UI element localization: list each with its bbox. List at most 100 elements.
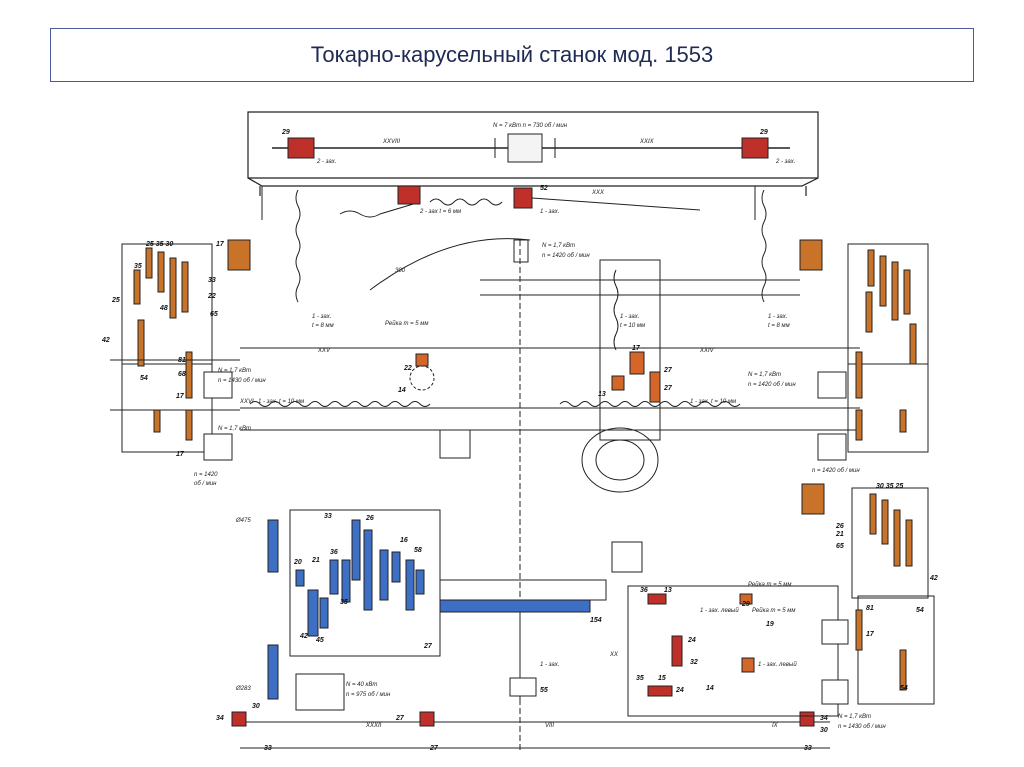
- gear-number: 30: [820, 727, 828, 734]
- label-xxxii: XXXII: [365, 723, 382, 729]
- gear-number: 48: [159, 305, 168, 312]
- screw-xxv-right-label: 1 - зах. t = 10 мм: [690, 399, 736, 405]
- page-title: Токарно-карусельный станок мод. 1553: [310, 42, 714, 67]
- right-motor-1: [817, 371, 847, 399]
- right-left-1: 1 - зах. левый: [700, 607, 739, 614]
- right-worm-label: 2 - зах.: [775, 159, 795, 165]
- gear-top-left: [287, 137, 315, 159]
- gear-number: 22: [403, 365, 412, 372]
- gear-number: 21: [311, 557, 320, 564]
- title-frame: Токарно-карусельный станок мод. 1553: [50, 28, 974, 82]
- main-motor-label: N = 40 кВт: [346, 682, 377, 688]
- gear-number: 36: [330, 549, 338, 556]
- screw-left-v: 1 - зах.: [312, 314, 331, 320]
- top-screw: [261, 185, 756, 263]
- left-worm-m: [227, 239, 251, 271]
- gear-number: 55: [540, 687, 548, 694]
- gear-number: 58: [414, 547, 422, 554]
- gear-number: 27: [395, 715, 405, 722]
- gear-number: 14: [398, 387, 406, 394]
- label-xxix: XXIX: [639, 139, 655, 145]
- gear-number: 25: [111, 297, 120, 304]
- gear-number: 29: [281, 129, 290, 136]
- gear-number: 33: [208, 277, 216, 284]
- label-ix: IX: [772, 723, 779, 729]
- gear-number: 27: [663, 385, 673, 392]
- screw-right-v2: t = 8 мм: [768, 323, 790, 329]
- gear-number: 32: [690, 659, 698, 666]
- gear-number: 17: [176, 451, 185, 458]
- main-gearbox: [267, 509, 591, 711]
- gear-number: 13: [598, 391, 606, 398]
- gear-number: 25 35 30: [145, 241, 173, 248]
- screw-left-v2: t = 8 мм: [312, 323, 334, 329]
- gear-number: 52: [540, 185, 548, 192]
- rack-right-1: Рейка m = 5 мм: [748, 581, 792, 588]
- left-motor-2-label: N = 1,7 кВт: [218, 426, 251, 432]
- gear-number: 68: [178, 371, 186, 378]
- gear-number: 54: [916, 607, 924, 614]
- top-motor-label: N = 7 кВт n = 730 об / мин: [493, 123, 568, 129]
- gear-13: [611, 375, 625, 391]
- gear-number: 26: [365, 515, 374, 522]
- motor-mid-rpm: n = 1420 об / мин: [542, 253, 590, 259]
- left-motor-1-label: N = 1,7 кВт: [218, 368, 251, 374]
- gear-number: 20: [293, 559, 302, 566]
- pinion-14: [409, 365, 435, 391]
- top-motor: [507, 133, 543, 163]
- gear-number: 54: [140, 375, 148, 382]
- vertical-screws: [295, 189, 767, 351]
- right-rpm-2: n = 1420 об / мин: [812, 468, 860, 474]
- gear-number: 27: [423, 643, 433, 650]
- control-panel: [611, 541, 643, 573]
- screw-xxvi-label: 1 - зах. t = 10 мм: [258, 399, 304, 405]
- screw-center-label-2: t = 10 мм: [620, 323, 645, 329]
- screw-top-label: 2 - зах t = 6 мм: [419, 209, 461, 215]
- left-motor-2: [203, 433, 233, 461]
- gear-number: 33: [264, 745, 272, 752]
- gear-number: 33: [804, 745, 812, 752]
- gear-number: 154: [590, 617, 602, 624]
- gear-52: [513, 187, 533, 209]
- gear-number: 13: [664, 587, 672, 594]
- left-rpm-2b: об / мин: [194, 481, 217, 487]
- right-feed-box: [799, 239, 929, 461]
- gear-number: 27: [429, 745, 439, 752]
- label-xxviii: XXVIII: [382, 139, 400, 145]
- gear-number: 54: [900, 685, 908, 692]
- gear-screw-top: [397, 185, 421, 205]
- label-xx: XX: [609, 652, 619, 658]
- screw-right-v: 1 - зах.: [768, 314, 787, 320]
- gear-number-labels: 29 29 52 17 25 35 30 35 48 33 22 25 65 4…: [101, 129, 938, 752]
- rail-body: [240, 238, 860, 750]
- screw-xxv: [559, 401, 741, 407]
- rack-left-label: Рейка m = 5 мм: [385, 320, 429, 327]
- gear-number: 22: [207, 293, 216, 300]
- gear-number: 45: [315, 637, 324, 644]
- gear-number: 34: [216, 715, 224, 722]
- diam-283: Ø283: [235, 686, 251, 692]
- gear-number: 29: [759, 129, 768, 136]
- left-motor-1-rpm: n = 1430 об / мин: [218, 378, 266, 384]
- left-rpm-2: n = 1420: [194, 472, 218, 478]
- gear-number: 42: [101, 337, 110, 344]
- gear-number: 30 35 25: [876, 483, 903, 490]
- gear-number: 30: [252, 703, 260, 710]
- gear-number: 15: [658, 675, 666, 682]
- gear-27: [649, 371, 661, 403]
- gear-number: 65: [836, 543, 844, 550]
- label-300: 300: [395, 268, 406, 274]
- main-motor: [295, 673, 345, 711]
- gear-top-right: [741, 137, 769, 159]
- bottom-right-motor-rpm: n = 1430 об / мин: [838, 724, 886, 730]
- gear-number: 14: [706, 685, 714, 692]
- gear-number: 17: [632, 345, 641, 352]
- gear-number: 35: [636, 675, 644, 682]
- gear-22: [415, 353, 429, 367]
- label-xxx: XXX: [591, 190, 605, 196]
- gear-number: 65: [210, 311, 218, 318]
- gear-number: 34: [820, 715, 828, 722]
- faceplate-ring: [439, 599, 591, 613]
- gear-number: 27: [663, 367, 673, 374]
